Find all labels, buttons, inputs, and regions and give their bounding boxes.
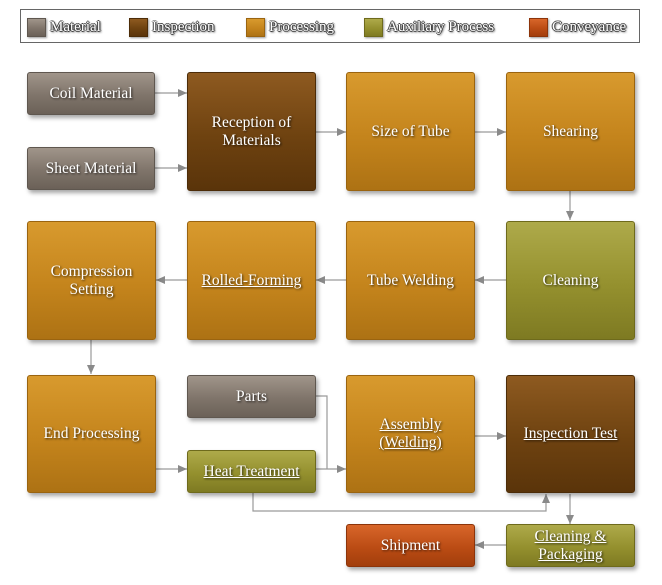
legend-item-conveyance: Conveyance <box>529 16 626 38</box>
node-shipment: Shipment <box>346 524 475 567</box>
legend: Material Inspection Processing Auxiliary… <box>20 9 640 43</box>
node-rolled-forming[interactable]: Rolled-Forming <box>187 221 316 340</box>
legend-swatch-inspection <box>129 17 148 37</box>
node-label[interactable]: Heat Treatment <box>203 462 300 480</box>
node-end-processing: End Processing <box>27 375 156 493</box>
node-tube-welding: Tube Welding <box>346 221 475 340</box>
node-label[interactable]: Assembly (Welding) <box>379 416 442 451</box>
legend-swatch-auxiliary <box>364 17 383 37</box>
legend-item-material: Material <box>27 16 101 38</box>
node-heat-treatment[interactable]: Heat Treatment <box>187 450 316 493</box>
node-label: Tube Welding <box>366 271 455 289</box>
legend-item-inspection: Inspection <box>129 16 214 38</box>
node-label[interactable]: Inspection Test <box>523 425 618 442</box>
legend-label: Auxiliary Process <box>387 18 495 35</box>
node-label: Parts <box>236 387 267 405</box>
node-cleaning-packaging[interactable]: Cleaning & Packaging <box>506 524 635 567</box>
arrow-heat-to-inspection <box>252 493 550 512</box>
legend-item-processing: Processing <box>246 16 334 38</box>
node-label: Cleaning <box>542 271 599 289</box>
node-label: Shipment <box>380 536 441 554</box>
legend-swatch-conveyance <box>529 17 548 37</box>
node-reception-of-materials: Reception of Materials <box>187 72 316 191</box>
node-coil-material: Coil Material <box>27 72 155 115</box>
node-label: Shearing <box>542 122 599 140</box>
node-label: End Processing <box>43 425 140 442</box>
node-shearing: Shearing <box>506 72 635 191</box>
node-compression-setting: Compression Setting <box>27 221 156 340</box>
legend-label: Processing <box>269 18 334 35</box>
node-sheet-material: Sheet Material <box>27 147 155 190</box>
legend-swatch-processing <box>246 17 265 37</box>
legend-item-auxiliary: Auxiliary Process <box>364 16 494 38</box>
legend-label: Material <box>50 18 101 35</box>
node-label: Sheet Material <box>45 159 137 177</box>
legend-label: Conveyance <box>552 18 627 35</box>
node-inspection-test[interactable]: Inspection Test <box>506 375 635 493</box>
node-label: Coil Material <box>49 84 133 102</box>
node-parts: Parts <box>187 375 316 418</box>
node-label: Reception of Materials <box>211 113 292 149</box>
legend-label: Inspection <box>152 18 215 35</box>
line-parts-to-assembly <box>316 395 328 469</box>
legend-swatch-material <box>27 17 46 37</box>
node-label: Compression Setting <box>50 262 133 298</box>
node-cleaning: Cleaning <box>506 221 635 340</box>
node-size-of-tube: Size of Tube <box>346 72 475 191</box>
node-label[interactable]: Rolled-Forming <box>201 271 302 289</box>
node-label[interactable]: Cleaning & Packaging <box>534 527 607 563</box>
node-assembly-welding[interactable]: Assembly (Welding) <box>346 375 475 493</box>
node-label: Size of Tube <box>371 122 450 140</box>
